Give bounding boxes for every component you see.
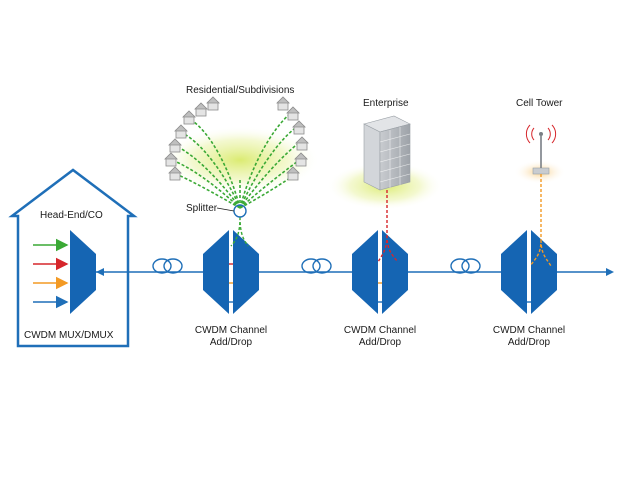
house-icons xyxy=(164,96,309,181)
add-drop-node-3 xyxy=(501,230,557,314)
add-drop-node-1 xyxy=(203,230,259,314)
fiber-spool-3 xyxy=(450,258,481,274)
node-3-label-line-2: Add/Drop xyxy=(507,337,551,348)
fiber-spool-1 xyxy=(152,258,183,274)
trunk-arrowhead-left xyxy=(96,268,104,276)
node-2-label-line-2: Add/Drop xyxy=(358,337,402,348)
cell-tower-label: Cell Tower xyxy=(516,98,563,109)
node-1-label-line-2: Add/Drop xyxy=(209,337,253,348)
splitter-leader-line xyxy=(216,207,235,212)
residential-label: Residential/Subdivisions xyxy=(186,85,295,96)
enterprise-label: Enterprise xyxy=(363,98,409,109)
head-end-building xyxy=(8,168,138,348)
wavelength-input-arrows xyxy=(33,238,69,309)
add-drop-node-2 xyxy=(352,230,408,314)
node-2-label-line-1: CWDM Channel xyxy=(343,325,417,336)
enterprise-drop-fiber xyxy=(377,190,399,263)
cell-tower-icon xyxy=(525,124,557,175)
trunk-arrowhead-right xyxy=(606,268,614,276)
mux-device xyxy=(70,230,96,314)
splitter-label: Splitter xyxy=(186,203,218,214)
mux-label: CWDM MUX/DMUX xyxy=(24,330,114,341)
fiber-spool-2 xyxy=(301,258,332,274)
node-3-label-line-1: CWDM Channel xyxy=(492,325,566,336)
head-end-label: Head-End/CO xyxy=(40,210,103,221)
enterprise-building-icon xyxy=(363,115,411,191)
cell-tower-drop-fiber xyxy=(529,174,552,267)
node-1-label-line-1: CWDM Channel xyxy=(194,325,268,336)
